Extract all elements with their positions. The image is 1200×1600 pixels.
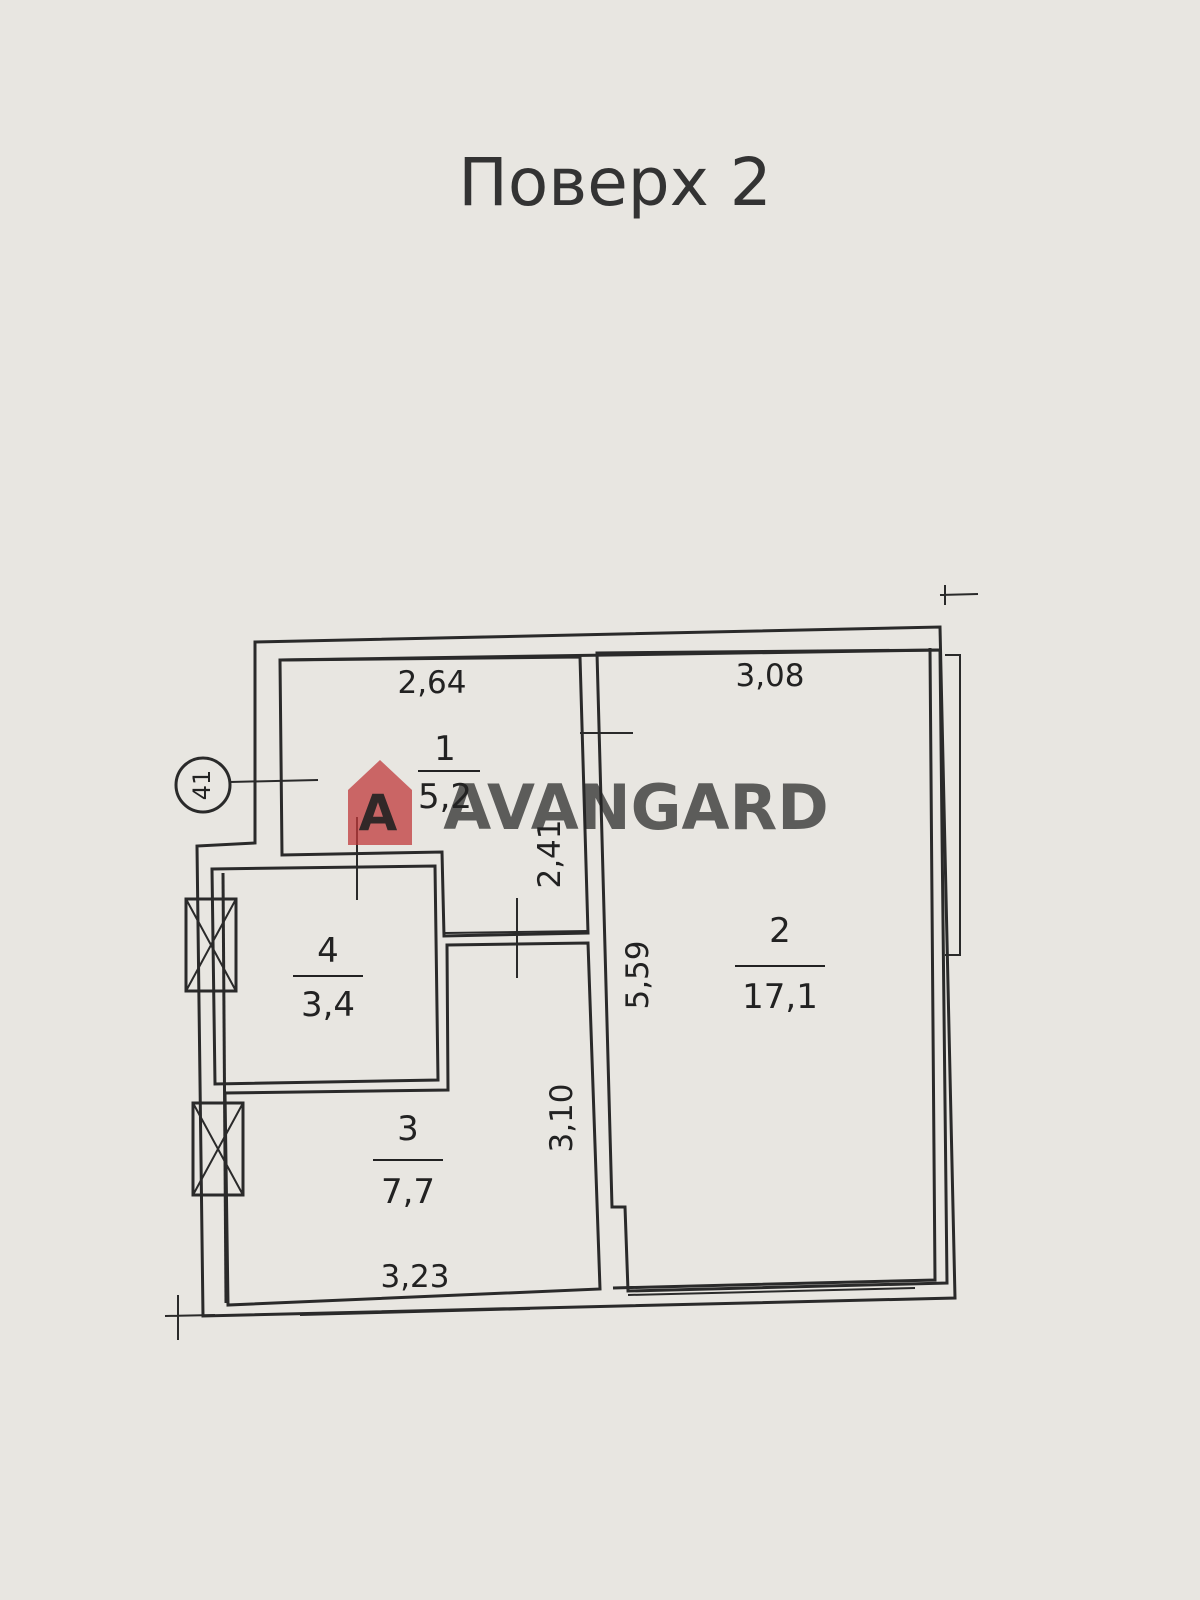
room-3-number: 3	[397, 1109, 419, 1149]
room-1	[278, 655, 633, 938]
dim-room1-width: 2,64	[397, 665, 466, 701]
page-title: Поверх 2	[458, 144, 771, 221]
dim-room3-width: 3,23	[380, 1259, 449, 1295]
axis-marker-label: 41	[188, 770, 216, 801]
dim-room2-width: 3,08	[735, 658, 804, 694]
room-3-area: 7,7	[381, 1172, 435, 1212]
vent-shaft-upper-icon	[184, 897, 238, 993]
room-4-area: 3,4	[301, 985, 355, 1025]
svg-text:A: A	[359, 784, 398, 842]
watermark-text: AVANGARD	[443, 771, 829, 844]
outer-walls	[164, 585, 979, 1340]
room-2-area: 17,1	[742, 977, 818, 1017]
dim-room2-depth: 5,59	[620, 940, 656, 1009]
dim-room1-depth: 2,41	[532, 819, 568, 888]
room-3	[223, 898, 602, 1316]
room-1-number: 1	[434, 729, 456, 769]
room-4-number: 4	[317, 931, 339, 971]
logo-house-icon	[348, 760, 412, 845]
vent-shaft-lower-icon	[191, 1101, 245, 1197]
room-2-number: 2	[769, 911, 791, 951]
dim-room3-depth: 3,10	[544, 1083, 580, 1152]
room-1-area: 5,2	[418, 777, 472, 817]
room-2	[595, 648, 961, 1296]
watermark: A AVANGARD	[348, 760, 829, 845]
axis-marker: 41	[174, 756, 319, 814]
